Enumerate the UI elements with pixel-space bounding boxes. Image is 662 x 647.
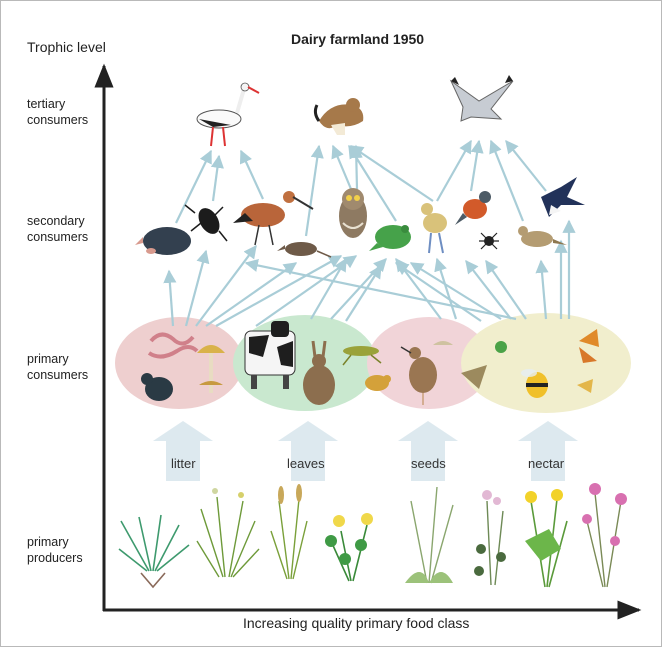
nectar-region [461,313,631,413]
food-arrows [153,421,578,481]
food-class-seeds: seeds [411,456,446,471]
level-label-primary-consumers: primary consumers [27,351,88,383]
leaves-arrow [278,421,338,481]
beetle-icon [185,204,227,241]
mole-icon [135,227,191,255]
litter-arrow [153,421,213,481]
stork-icon [197,83,259,146]
food-class-regions [115,313,631,413]
food-class-nectar: nectar [528,456,564,471]
cuckooflower-icon [474,490,506,585]
swallow-icon [541,177,585,217]
shrew-icon [277,242,331,257]
redstart-icon [455,191,491,225]
harrier-icon [451,75,513,121]
nectar-arrow [518,421,578,481]
y-axis-label: Trophic level [27,39,106,55]
spider-icon [479,233,499,249]
grass-icon [197,488,259,577]
level-label-secondary: secondary consumers [27,213,88,245]
frog-icon [369,225,411,251]
seeds-arrow [398,421,458,481]
plantain-icon [405,487,453,583]
chart-title: Dairy farmland 1950 [291,31,424,47]
godwit-icon [233,191,313,245]
arrows-primary-to-secondary [169,221,569,326]
lapwing-chick-icon [421,203,447,253]
food-class-leaves: leaves [287,456,325,471]
stoat-icon [315,98,363,135]
ragged-robin-icon [582,483,627,587]
sedge-icon [271,484,307,579]
rush-icon [119,515,189,587]
level-label-producers: primary producers [27,534,83,566]
level-label-tertiary: tertiary consumers [27,96,88,128]
skylark-icon [518,226,567,247]
owl-icon [339,188,367,238]
litter-region [115,317,243,409]
clover-icon [325,513,373,581]
x-axis-label: Increasing quality primary food class [243,615,469,631]
buttercup-icon [525,489,567,587]
food-class-litter: litter [171,456,196,471]
